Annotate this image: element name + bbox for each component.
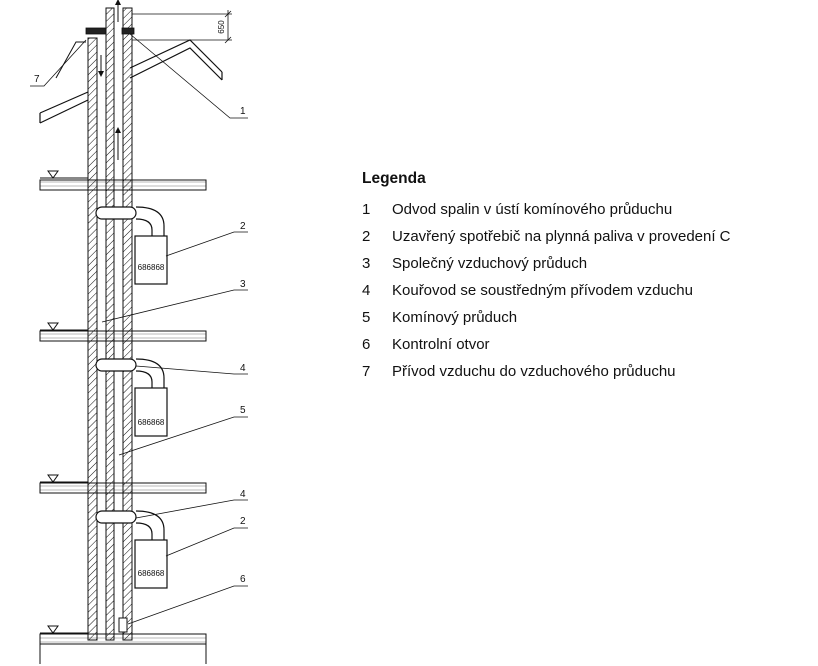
legend-number: 6 (362, 336, 371, 353)
appliance-mark: 686868 (138, 569, 165, 578)
callout-7: 7 (34, 74, 40, 85)
legend-number: 7 (362, 363, 371, 380)
legend-number: 1 (362, 201, 371, 218)
legend-number: 4 (362, 282, 371, 299)
appliance-lower: 686868 (95, 510, 168, 589)
dimension-650: 650 (132, 10, 232, 44)
legend-number: 3 (362, 255, 371, 272)
callout-numbers: 1 7 2 3 4 5 4 2 6 (34, 74, 246, 585)
appliance-mark: 686868 (138, 263, 165, 272)
legend-number: 2 (362, 228, 371, 245)
appliance-mark: 686868 (138, 418, 165, 427)
callout-6: 6 (240, 574, 246, 585)
legend-text: Kouřovod se soustředným přívodem vzduchu (392, 282, 693, 299)
legend-number: 5 (362, 309, 371, 326)
legend-text: Uzavřený spotřebič na plynná paliva v pr… (392, 228, 731, 245)
chimney-walls (85, 7, 135, 641)
callout-2-upper: 2 (240, 221, 246, 232)
callout-5: 5 (240, 405, 246, 416)
legend-text: Odvod spalin v ústí komínového průduchu (392, 201, 673, 218)
callout-3: 3 (240, 279, 246, 290)
dimension-label: 650 (217, 20, 226, 34)
legend: Legenda 1 Odvod spalin v ústí komínového … (362, 170, 731, 385)
legend-text: Společný vzduchový průduch (392, 255, 588, 272)
inspection-opening (118, 617, 128, 633)
callout-4-upper: 4 (240, 363, 246, 374)
legend-list: 1 Odvod spalin v ústí komínového průduchu… (362, 196, 731, 385)
callout-4-lower: 4 (240, 489, 246, 500)
legend-item: 7 Přívod vzduchu do vzduchového průduchu (362, 358, 731, 385)
legend-item: 1 Odvod spalin v ústí komínového průduchu (362, 196, 731, 223)
legend-text: Kontrolní otvor (392, 336, 490, 353)
appliance-middle: 686868 (95, 358, 168, 437)
legend-item: 2 Uzavřený spotřebič na plynná paliva v p… (362, 223, 731, 250)
appliance-upper: 686868 (95, 206, 168, 285)
legend-text: Komínový průduch (392, 309, 518, 326)
legend-item: 4 Kouřovod se soustředným přívodem vzduch… (362, 277, 731, 304)
legend-text: Přívod vzduchu do vzduchového průduchu (392, 363, 676, 380)
legend-title: Legenda (362, 170, 426, 187)
callout-2-lower: 2 (240, 516, 246, 527)
flow-arrows (55, 0, 121, 160)
legend-item: 3 Společný vzduchový průduch (362, 250, 731, 277)
legend-item: 5 Komínový průduch (362, 304, 731, 331)
leader-lines (30, 33, 248, 625)
legend-item: 6 Kontrolní otvor (362, 331, 731, 358)
callout-1: 1 (240, 106, 246, 117)
